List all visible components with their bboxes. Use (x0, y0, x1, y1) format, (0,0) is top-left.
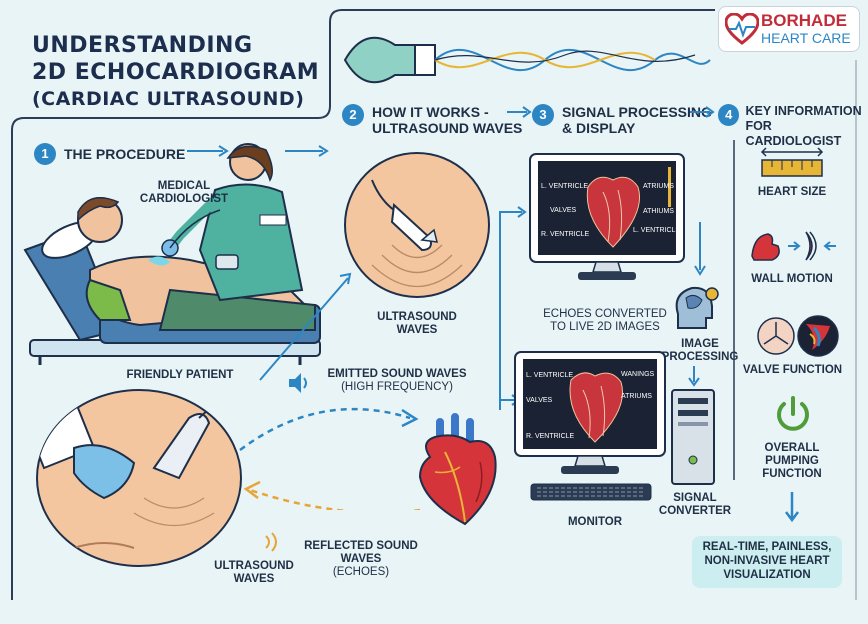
title-line-2: 2D ECHOCARDIOGRAM (32, 60, 320, 85)
echoes-label-line-1: ECHOES CONVERTED (543, 308, 667, 320)
arrow-to-processing (694, 222, 706, 276)
step-1-arrows (187, 145, 329, 157)
valve-function-label: VALVE FUNCTION (742, 364, 843, 376)
step-3-label-line-2: & DISPLAY (562, 120, 636, 136)
summary-line-1: REAL-TIME, PAINLESS, (702, 541, 832, 553)
echo-monitor-top: L. VENTRICLE ATRIUMS VALVES ATHIUMS R. V… (529, 153, 685, 280)
screen2-valves: VALVES (526, 397, 553, 404)
image-processing-label: IMAGE PROCESSING (660, 338, 740, 364)
screen1-l-ventricle2: L. VENTRICLE (633, 227, 680, 234)
emitted-label-line-2: (HIGH FREQUENCY) (341, 381, 453, 393)
echoes-converted-label: ECHOES CONVERTED TO LIVE 2D IMAGES (535, 308, 675, 334)
pumping-line-1: OVERALL (764, 442, 820, 454)
step-2-heading: 2 HOW IT WORKS -ULTRASOUND WAVES (342, 104, 522, 136)
wall-motion-label: WALL MOTION (751, 273, 833, 285)
probe-on-chest-illustration (344, 152, 490, 298)
reflected-label-line-1: REFLECTED SOUND WAVES (304, 540, 418, 565)
brain-gear-icon (675, 286, 719, 329)
wall-motion-icon (751, 231, 836, 261)
screen2-wannings: WANINGS (621, 371, 655, 378)
step-1-label: THE PROCEDURE (64, 146, 186, 162)
reflected-waves-label: REFLECTED SOUND WAVES (ECHOES) (286, 540, 436, 579)
step-2-label-line-1: HOW IT WORKS - (372, 104, 489, 120)
reflected-label-line-2: (ECHOES) (332, 566, 390, 578)
bottom-ultrasound-waves-label: ULTRASOUND WAVES (206, 560, 302, 586)
image-processing-line-1: IMAGE (681, 338, 719, 350)
step-3-number: 3 (532, 104, 554, 126)
echoes-label-line-2: TO LIVE 2D IMAGES (550, 321, 660, 333)
emitted-waves-label: EMITTED SOUND WAVES (HIGH FREQUENCY) (312, 368, 482, 394)
valve-function-icons (757, 315, 839, 357)
step-2-label-line-2: ULTRASOUND WAVES (372, 120, 523, 136)
summary-text: REAL-TIME, PAINLESS, NON-INVASIVE HEART … (692, 536, 842, 582)
emitted-label-line-1: EMITTED SOUND WAVES (327, 368, 467, 380)
signal-converter-line-1: SIGNAL (673, 492, 717, 504)
arrow-3-to-4 (690, 106, 715, 118)
screen1-atriums2: ATHIUMS (643, 208, 674, 215)
monitor-label: MONITOR (567, 516, 623, 528)
ultrasound-waves-label-line-1: ULTRASOUND (377, 311, 457, 323)
reflected-wave-icon (265, 532, 277, 552)
summary-line-2: NON-INVASIVE HEART (704, 555, 830, 567)
bottom-waves-label-line-1: ULTRASOUND (214, 560, 294, 572)
cardiologist-label: MEDICAL CARDIOLOGIST (138, 180, 230, 206)
pumping-line-2: PUMPING (765, 455, 819, 467)
key-info-divider (733, 140, 735, 480)
speaker-icon (289, 373, 307, 393)
step-1-number: 1 (34, 143, 56, 165)
arrow-to-probe (259, 272, 352, 381)
summary-line-3: VISUALIZATION (723, 569, 811, 581)
step-1-heading: 1 THE PROCEDURE (34, 143, 185, 165)
step-4-label-line-2: FOR CARDIOLOGIST (745, 119, 842, 148)
screen1-atriums: ATRIUMS (643, 183, 674, 190)
ultrasound-waves-label-line-2: WAVES (396, 324, 438, 336)
brand-name-bottom: HEART CARE (761, 30, 851, 46)
page-title: UNDERSTANDING 2D ECHOCARDIOGRAM (CARDIAC… (32, 32, 319, 113)
arrow-to-converter (688, 366, 700, 387)
signal-converter-label: SIGNAL CONVERTER (650, 492, 740, 518)
image-processing-line-2: PROCESSING (661, 351, 739, 363)
patient-label: FRIENDLY PATIENT (126, 369, 234, 381)
step-2-number: 2 (342, 104, 364, 126)
cardiologist-label-line-2: CARDIOLOGIST (139, 193, 229, 205)
brand-name-top: BORHADE (761, 11, 847, 30)
ruler-icon (760, 147, 824, 177)
screen2-l-ventricle: L. VENTRICLE (526, 372, 573, 379)
ultrasound-waves-label: ULTRASOUND WAVES (372, 311, 462, 337)
screen2-atriums: ATRIUMS (621, 393, 652, 400)
step-4-number: 4 (718, 104, 740, 126)
signal-converter-tower (671, 389, 715, 485)
pumping-line-3: FUNCTION (762, 468, 822, 480)
anatomical-heart-illustration (418, 413, 497, 526)
screen1-l-ventricle: L. VENTRICLE (541, 183, 588, 190)
title-line-3: (CARDIAC ULTRASOUND) (32, 88, 305, 110)
cardiologist-label-line-1: MEDICAL (157, 180, 211, 192)
echo-monitor-bottom: L. VENTRICLE WANINGS VALVES ATRIUMS R. V… (514, 351, 666, 501)
screen1-r-ventricle: R. VENTRICLE (541, 231, 590, 238)
heart-logo-icon (725, 13, 759, 45)
step-3-label-line-1: SIGNAL PROCESSING (562, 104, 712, 120)
screen2-r-ventricle: R. VENTRICLE (526, 433, 575, 440)
brand-logo: BORHADE HEART CARE (718, 6, 860, 52)
procedure-illustration (23, 143, 321, 365)
step-4-label-line-1: KEY INFORMATION (745, 104, 862, 118)
wave-flow-arrows (239, 407, 420, 510)
pumping-function-label: OVERALL PUMPING FUNCTION (742, 442, 842, 481)
bottom-waves-label-line-2: WAVES (233, 573, 275, 585)
signal-converter-line-2: CONVERTER (658, 505, 732, 517)
arrow-2-to-3 (507, 106, 532, 118)
screen1-valves: VALVES (550, 207, 577, 214)
arrow-to-summary (785, 492, 799, 523)
title-line-1: UNDERSTANDING (32, 33, 253, 58)
top-probe-illustration (343, 36, 711, 84)
power-icon (777, 396, 809, 431)
heart-size-label: HEART SIZE (757, 186, 827, 198)
step-3-heading: 3 SIGNAL PROCESSING& DISPLAY (532, 104, 712, 136)
chest-scan-closeup-illustration (36, 389, 242, 567)
summary-callout: REAL-TIME, PAINLESS, NON-INVASIVE HEART … (692, 536, 842, 588)
